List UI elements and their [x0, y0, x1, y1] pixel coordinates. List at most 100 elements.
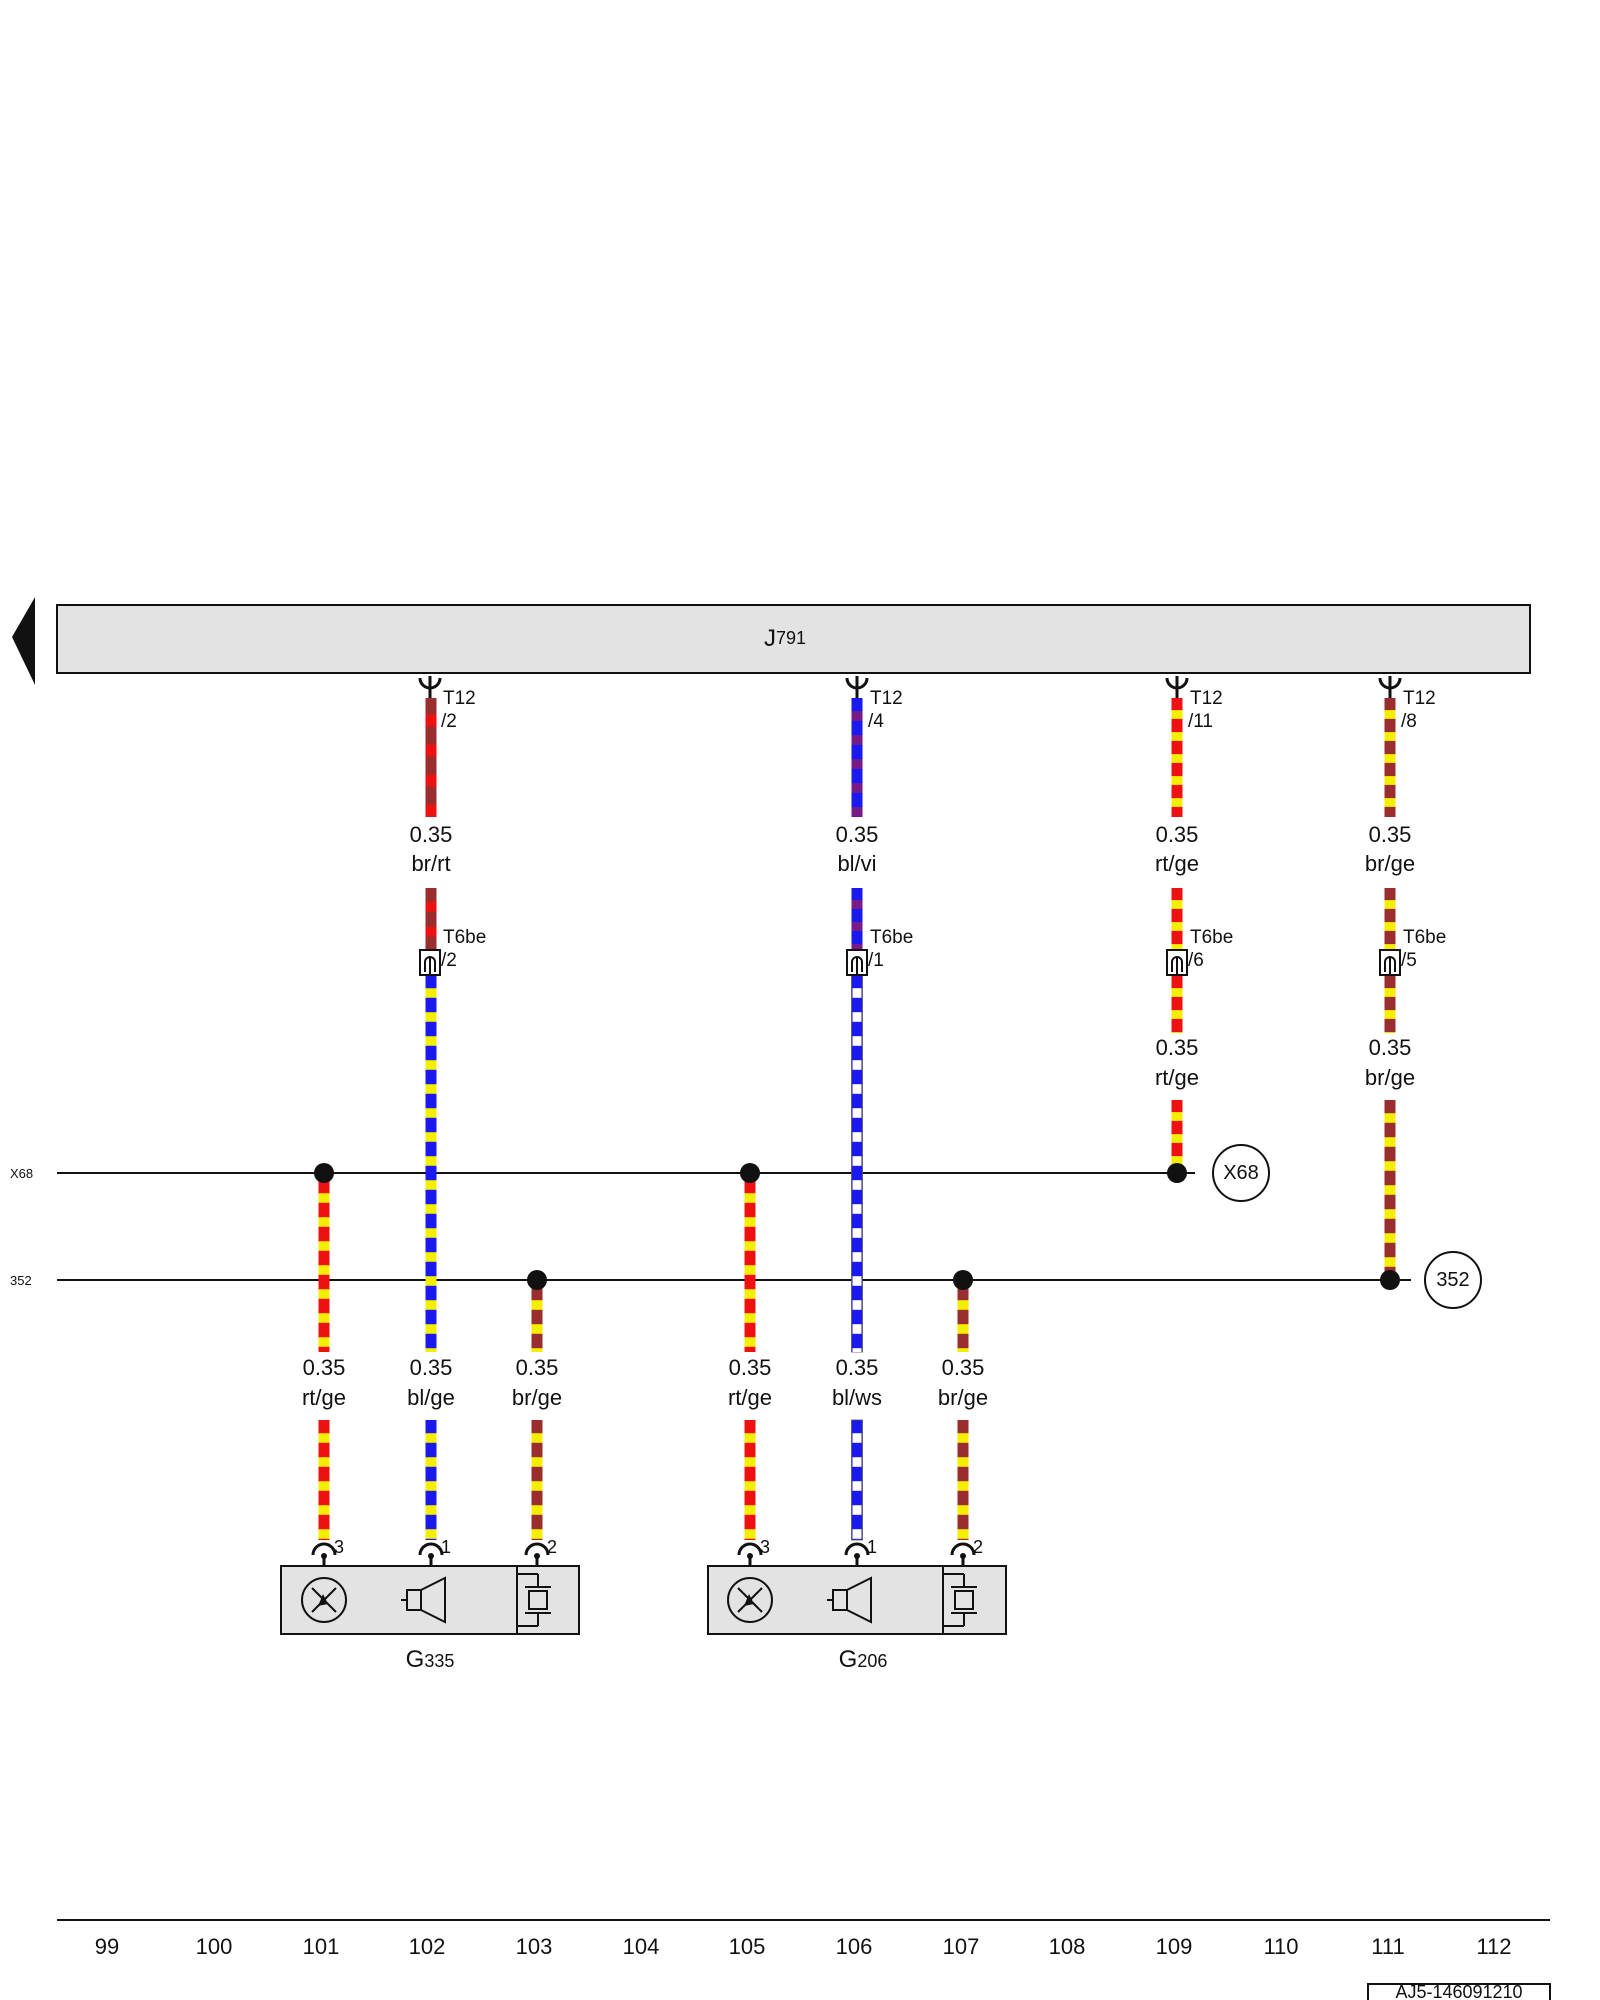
- wire-segment-base: [425, 888, 437, 950]
- wire-stripe: [957, 1529, 969, 1539]
- wire-stripe: [852, 1084, 862, 1094]
- component-pin-symbol-101: [311, 1542, 337, 1566]
- branch-107-bottom-segment: [957, 1420, 969, 1540]
- wire-stripe: [744, 1241, 756, 1251]
- bus-352: 352 352: [10, 1251, 1482, 1309]
- wire-stripe: [425, 1433, 437, 1443]
- wire-stripe: [425, 901, 437, 912]
- branch-103-colors: br/ge: [512, 1385, 562, 1410]
- wire-stripe: [744, 1457, 756, 1467]
- wire-102-top-segment: [425, 698, 437, 817]
- wire-stripe: [425, 1156, 437, 1166]
- sensor-symbol-icon: [301, 1577, 347, 1623]
- wire-stripe: [1384, 1032, 1396, 1033]
- wire-stripe: [852, 1252, 862, 1262]
- wire-stripe: [425, 1505, 437, 1515]
- wire-stripe: [318, 1193, 330, 1203]
- branch-105-size: 0.35: [729, 1355, 772, 1380]
- control-unit-number: 791: [776, 628, 806, 648]
- wire-stripe: [1384, 710, 1396, 719]
- branch-101-size: 0.35: [303, 1355, 346, 1380]
- branch-101-upper-segment: [318, 1180, 330, 1352]
- wire-111-top-segment: [1384, 698, 1396, 817]
- wire-segment-base: [957, 1287, 969, 1352]
- wire-segment-base: [425, 698, 437, 817]
- t12-pin-106: /4: [868, 711, 884, 732]
- control-unit-box: [56, 604, 1531, 674]
- wire-stripe: [1384, 776, 1396, 785]
- bus-x68-label: X68: [10, 1166, 33, 1181]
- speaker-icon: [827, 1576, 872, 1624]
- wire-stripe: [425, 1252, 437, 1262]
- wire-stripe: [1384, 1010, 1396, 1019]
- t6be-connector-symbol-106: [846, 949, 868, 976]
- wire-stripe: [957, 1457, 969, 1467]
- wire-stripe: [852, 1060, 862, 1070]
- wire-stripe: [851, 922, 863, 931]
- wire-stripe: [1384, 988, 1396, 997]
- wire-109-mid-size: 0.35: [1156, 1035, 1199, 1060]
- junction-dot-111-352: [1380, 1270, 1400, 1290]
- wire-segment-base: [425, 1420, 437, 1540]
- wire-stripe: [744, 1433, 756, 1443]
- wire-stripe: [852, 1180, 862, 1190]
- control-unit-letter: J: [764, 625, 776, 652]
- branch-103-size: 0.35: [516, 1355, 559, 1380]
- reference-code: AJ5-146091210: [1395, 1982, 1522, 2000]
- component-pin-number-102: 1: [441, 1537, 451, 1557]
- wire-stripe: [318, 1457, 330, 1467]
- wire-111-colors: br/ge: [1365, 851, 1415, 876]
- grid-numbers: 99 100 101 102 103 104 105 106 107 108 1…: [95, 1934, 1512, 1959]
- wire-stripe: [425, 1324, 437, 1334]
- wire-stripe: [425, 1108, 437, 1118]
- wire-stripe: [1384, 1209, 1396, 1219]
- branch-105-upper-segment: [744, 1180, 756, 1352]
- wire-stripe: [1384, 922, 1396, 931]
- wire-stripe: [744, 1505, 756, 1515]
- wire-106-lower-segment: [851, 974, 863, 1353]
- t6be-pin-102: /2: [441, 950, 457, 971]
- junction-dot-103-352: [527, 1270, 547, 1290]
- wire-stripe: [1171, 944, 1183, 953]
- grid-number: 105: [729, 1934, 766, 1959]
- wire-stripe: [744, 1337, 756, 1347]
- component-pin-symbol-107: [950, 1542, 976, 1566]
- wire-109-colors: rt/ge: [1155, 851, 1199, 876]
- junction-dot-101-x68: [314, 1163, 334, 1183]
- component-pin-number-105: 3: [760, 1537, 770, 1557]
- wire-segment-base: [851, 1419, 863, 1541]
- t6be-pin-111: /5: [1401, 950, 1417, 971]
- wire-stripe: [1171, 798, 1183, 807]
- wire-stripe: [425, 744, 437, 757]
- wire-stripe: [425, 1300, 437, 1310]
- t12-label-111: T12: [1403, 688, 1436, 709]
- branch-105-bottom-segment: [744, 1420, 756, 1540]
- grid-number: 100: [196, 1934, 233, 1959]
- wire-stripe: [957, 1481, 969, 1491]
- wire-stripe: [425, 988, 437, 998]
- wire-stripe: [744, 1217, 756, 1227]
- wire-segments: [318, 698, 1396, 1541]
- wire-102-bottom-segment: [425, 1420, 437, 1540]
- t12-pin-symbol-102: [418, 676, 442, 698]
- wire-stripe: [318, 1289, 330, 1299]
- wire-stripe: [744, 1265, 756, 1275]
- wire-stripe: [1384, 1161, 1396, 1171]
- wire-102-size: 0.35: [410, 822, 453, 847]
- wire-stripe: [852, 1529, 862, 1539]
- branch-105-colors: rt/ge: [728, 1385, 772, 1410]
- wire-106-mid-segment: [851, 888, 863, 950]
- wire-stripe: [425, 926, 437, 937]
- t12-pin-symbol-111: [1378, 676, 1402, 698]
- wire-stripe: [425, 1036, 437, 1046]
- wire-stripe: [531, 1457, 543, 1467]
- grid-number: 108: [1049, 1934, 1086, 1959]
- wire-stripe: [852, 1132, 862, 1142]
- t12-label-106: T12: [870, 688, 903, 709]
- wire-106-top-segment: [851, 698, 863, 817]
- wire-segment-base: [957, 1420, 969, 1540]
- wire-stripe: [425, 1060, 437, 1070]
- wire-stripe: [1384, 1137, 1396, 1147]
- grid-number: 104: [623, 1934, 660, 1959]
- wire-stripe: [852, 1276, 862, 1286]
